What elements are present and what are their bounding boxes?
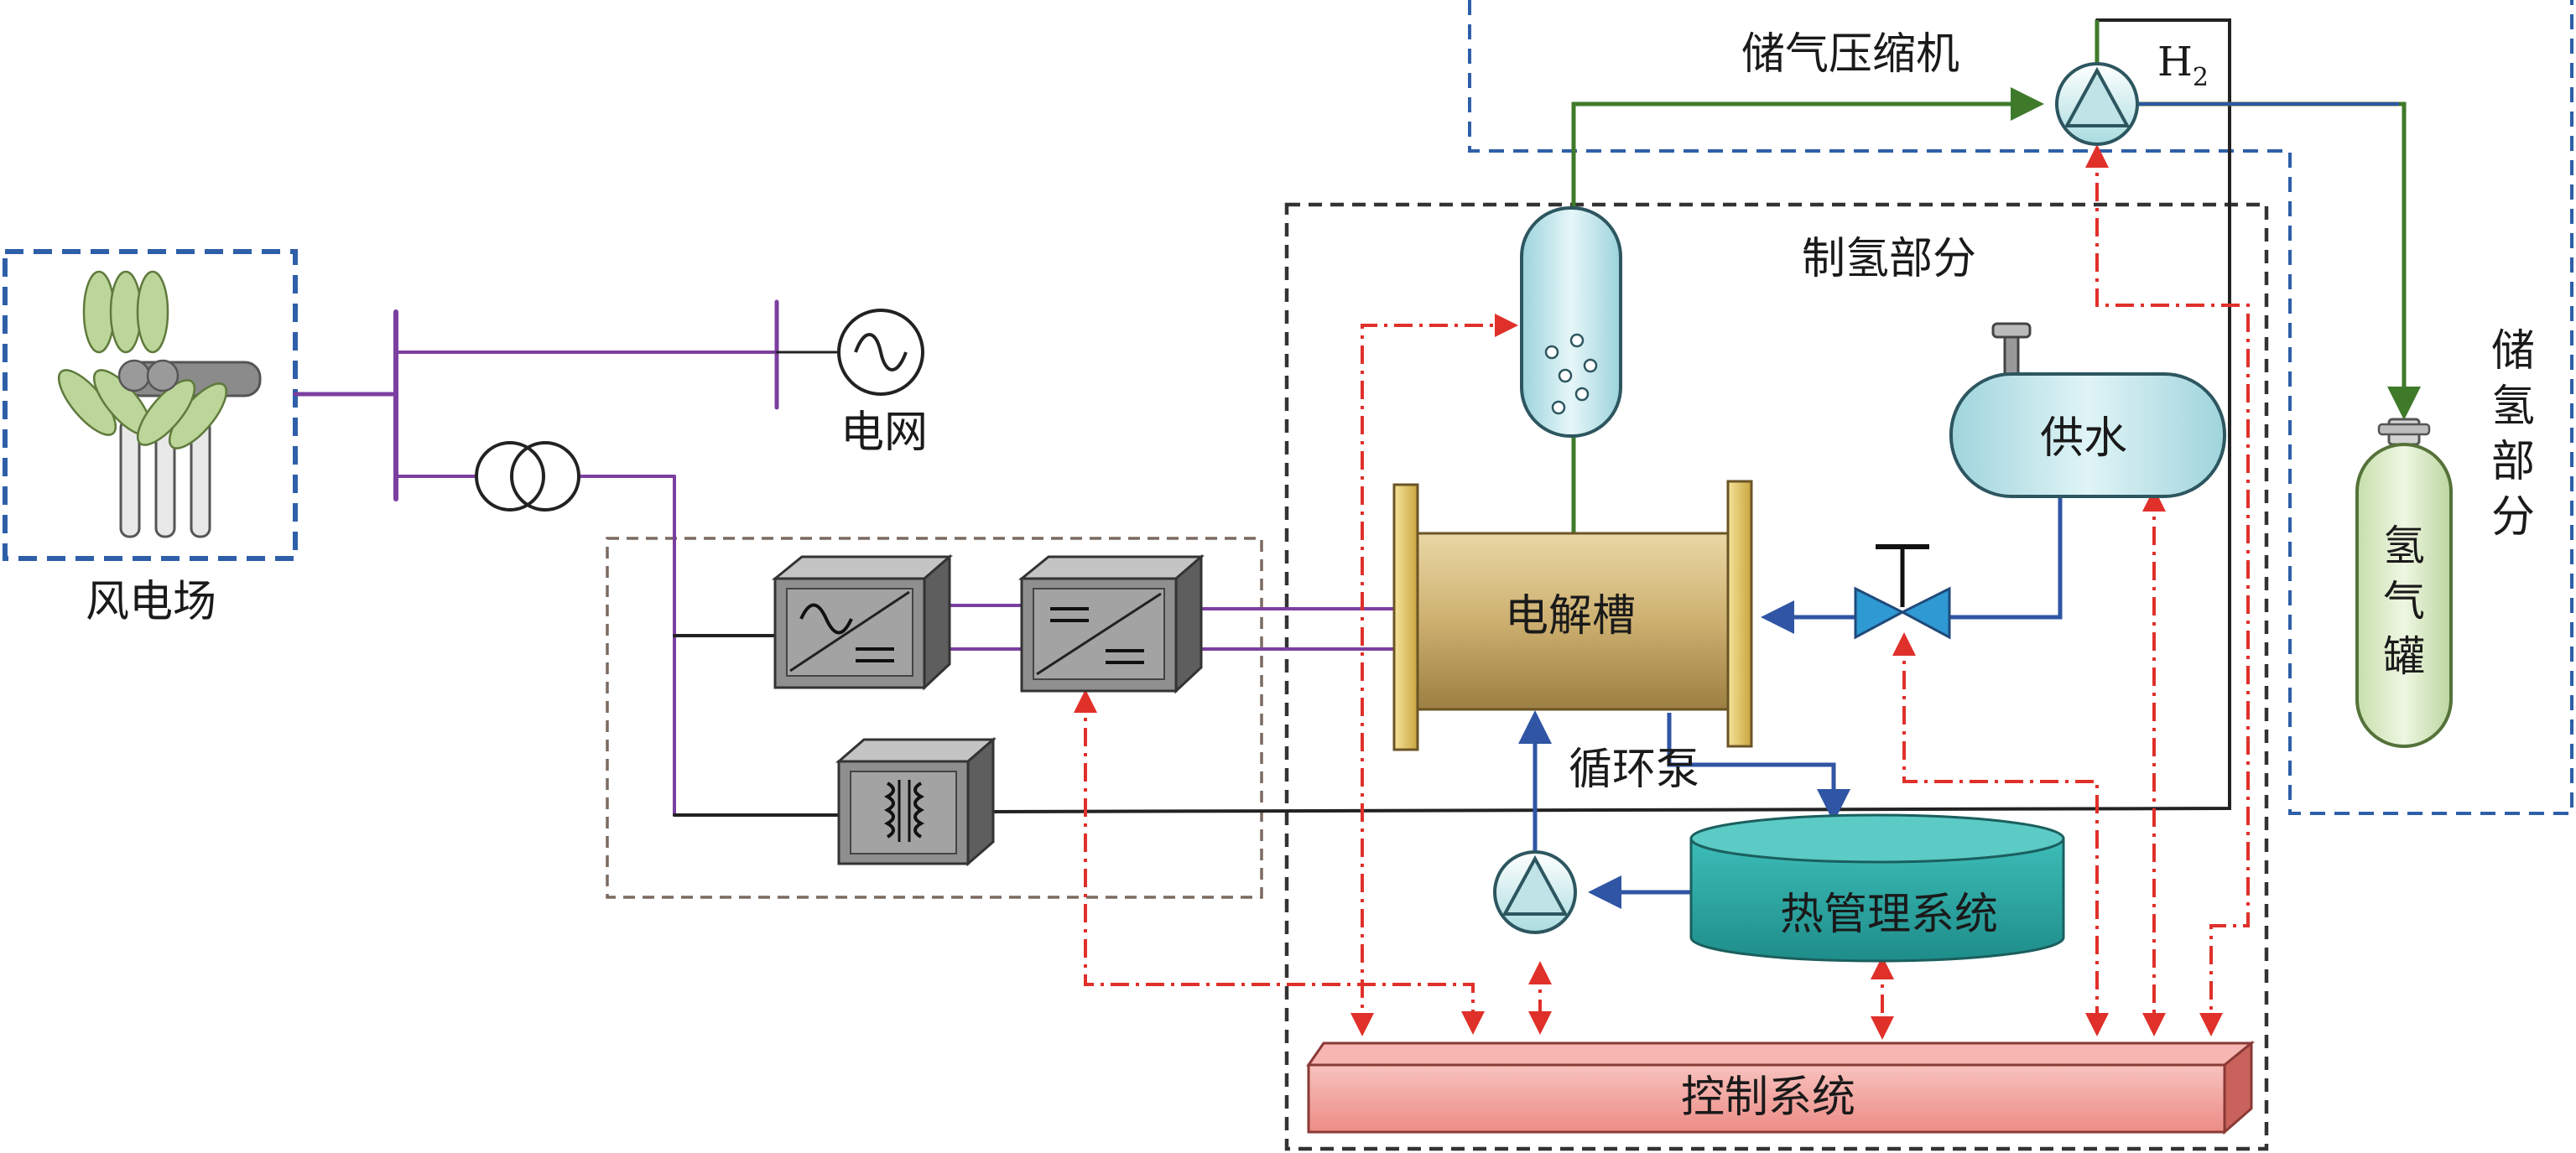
- water-tank-icon: [1949, 322, 2226, 498]
- h2-storage-label: 储 氢 部 分: [2491, 326, 2535, 543]
- grid-label: 电网: [840, 408, 928, 458]
- h2-storage-label-char-2: 氢: [2491, 382, 2535, 432]
- h2-tank-label-char-1: 氢: [2383, 522, 2425, 570]
- valve-icon: [1854, 544, 1951, 640]
- pump-icon: [2055, 62, 2139, 146]
- h2-label: H2: [2157, 39, 2209, 92]
- water-supply-label: 供水: [2040, 413, 2127, 464]
- h2-production-label: 制氢部分: [1802, 234, 1976, 284]
- water-lines: [1518, 102, 2399, 909]
- control-signal-lines: [1074, 144, 2250, 1040]
- thermal-management-label: 热管理系统: [1780, 890, 1998, 940]
- separator-icon: [1520, 206, 1622, 438]
- h2-tank-label-char-2: 气: [2383, 577, 2425, 626]
- h2-production-region: [1284, 202, 2269, 1151]
- h2-tank-label-char-3: 罐: [2383, 632, 2425, 681]
- h2-storage-label-char-3: 部: [2491, 437, 2535, 487]
- control-system-icon: [1306, 1040, 2256, 1135]
- circulation-pump-icon: [1493, 850, 1577, 934]
- ac-dc-converter-icon: [771, 553, 954, 691]
- circulation-pump-label: 循环泵: [1569, 745, 1699, 795]
- wind-farm-region: [3, 249, 298, 561]
- wind-turbine-icon: [57, 270, 262, 538]
- transformer-icon: [475, 441, 580, 512]
- thermal-management-icon: [1689, 813, 2065, 963]
- wind-farm-label: 风电场: [86, 577, 216, 627]
- electrolyzer-icon: [1392, 480, 1753, 751]
- dc-dc-converter-icon: [1017, 553, 1205, 694]
- h2-storage-region: [1468, 0, 2573, 815]
- gas-cylinder-icon: [2355, 418, 2453, 748]
- isolation-transformer-icon: [835, 736, 997, 867]
- h2-storage-label-char-4: 分: [2491, 492, 2535, 543]
- electrolyzer-label: 电解槽: [1505, 591, 1636, 641]
- ac-source-icon: [837, 309, 924, 396]
- compressor-label: 储气压缩机: [1741, 29, 1959, 80]
- h2-storage-label-char-1: 储: [2491, 326, 2535, 377]
- control-system-label: 控制系统: [1681, 1072, 1855, 1123]
- h2-tank-label: 氢 气 罐: [2383, 522, 2425, 681]
